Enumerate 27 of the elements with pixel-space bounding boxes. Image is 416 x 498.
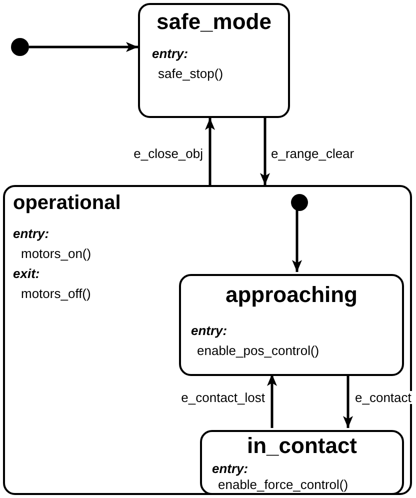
- state-box: [179, 274, 404, 376]
- transition-arrow: [29, 42, 138, 52]
- action-keyword: entry:: [152, 47, 188, 60]
- transition-arrow: [343, 374, 353, 428]
- action-text: safe_stop(): [158, 67, 224, 80]
- edge-label: e_contact: [354, 391, 412, 404]
- action-keyword: entry:: [212, 462, 248, 475]
- transition-arrow: [260, 118, 270, 185]
- state-name: operational: [13, 193, 121, 213]
- action-keyword: entry:: [13, 227, 50, 240]
- action-text: enable_pos_control(): [197, 344, 320, 357]
- transition-arrow: [292, 209, 302, 272]
- action-keyword: exit:: [13, 267, 40, 280]
- edge-label: e_close_obj: [132, 147, 204, 160]
- state-name: in_contact: [246, 435, 358, 457]
- action-text: enable_force_control(): [218, 478, 348, 491]
- action-text: motors_on(): [21, 247, 92, 260]
- state-box: [200, 430, 404, 495]
- edge-label: e_contact_lost: [180, 391, 266, 404]
- state-box: [138, 3, 290, 118]
- transition-arrow: [267, 374, 277, 428]
- state-name: safe_mode: [156, 11, 272, 33]
- action-keyword: entry:: [191, 324, 228, 337]
- transition-arrow: [205, 118, 215, 185]
- action-text: motors_off(): [21, 287, 91, 300]
- edge-label: e_range_clear: [270, 147, 356, 160]
- state-name: approaching: [224, 284, 358, 306]
